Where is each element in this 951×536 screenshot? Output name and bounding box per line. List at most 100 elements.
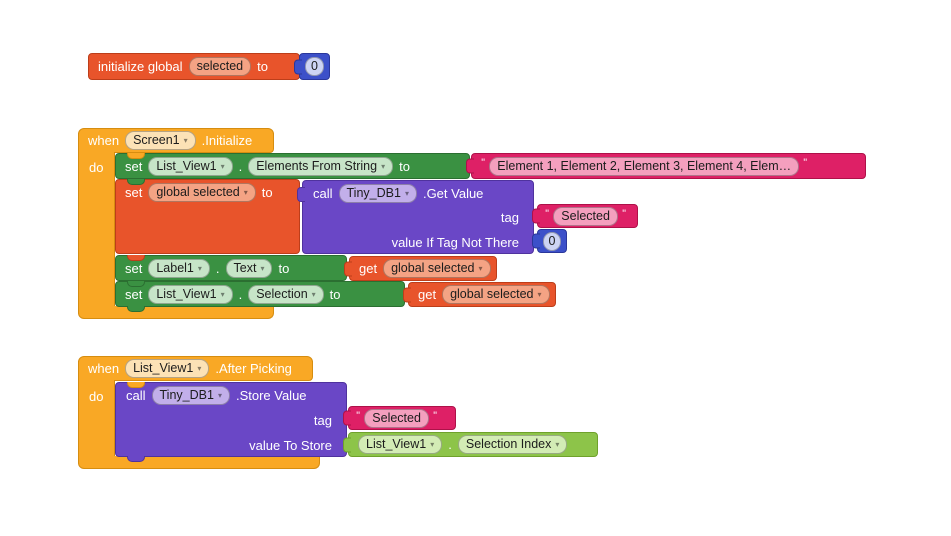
block-call-tinydb-getvalue[interactable]: call Tiny_DB1 ▾ .Get Value tag value If … xyxy=(297,180,534,254)
text-field-elements[interactable]: Element 1, Element 2, Element 3, Element… xyxy=(489,156,800,176)
dropdown-tinydb1[interactable]: Tiny_DB1 ▾ xyxy=(338,183,417,203)
block-initialize-global[interactable]: initialize global selected to xyxy=(88,53,300,80)
block-get-global-selected[interactable]: get global selected ▾ xyxy=(403,282,556,307)
block-call-tinydb-storevalue[interactable]: call Tiny_DB1 ▾ .Store Value tag value T… xyxy=(115,382,347,457)
block-set-listview-selection[interactable]: set List_View1 ▾ . Selection ▾ to xyxy=(115,281,405,307)
block-set-global-selected[interactable]: set global selected ▾ to xyxy=(115,179,300,254)
dropdown-global-selected-value: global selected xyxy=(156,185,240,199)
to-label: to xyxy=(278,260,290,276)
value-plug xyxy=(343,410,351,426)
dropdown-tinydb1-value: Tiny_DB1 xyxy=(159,388,214,402)
dropdown-global-selected[interactable]: global selected ▾ xyxy=(148,183,256,202)
dropdown-arrow-icon: ▾ xyxy=(243,188,248,197)
dot-separator: . xyxy=(238,286,243,302)
dropdown-global-selected[interactable]: global selected ▾ xyxy=(442,285,550,304)
method-getvalue-label: .Get Value xyxy=(422,185,484,201)
value-plug xyxy=(343,437,351,452)
block-text-elements-string[interactable]: " Element 1, Element 2, Element 3, Eleme… xyxy=(466,153,866,179)
dot-separator: . xyxy=(448,437,452,452)
open-quote: " xyxy=(545,208,550,218)
get-label: get xyxy=(418,287,437,302)
statement-notch xyxy=(127,306,145,312)
block-when-listview-afterpicking[interactable]: when List_View1 ▾ .After Picking xyxy=(78,356,313,381)
close-quote: " xyxy=(432,410,438,420)
dropdown-arrow-icon: ▾ xyxy=(555,440,560,449)
dropdown-screen1[interactable]: Screen1 ▾ xyxy=(125,131,196,150)
statement-notch xyxy=(127,281,145,287)
close-quote: " xyxy=(803,157,808,167)
dropdown-tinydb1-value: Tiny_DB1 xyxy=(346,185,401,200)
dropdown-list-view1[interactable]: List_View1 ▾ xyxy=(125,359,210,378)
block-number-initial-value[interactable]: 0 xyxy=(294,53,330,80)
set-label: set xyxy=(125,158,143,174)
dropdown-text-property[interactable]: Text ▾ xyxy=(225,258,273,278)
value-plug xyxy=(403,287,411,302)
dropdown-selection-index[interactable]: Selection Index ▾ xyxy=(457,435,568,454)
value-plug xyxy=(532,233,540,249)
value-plug xyxy=(294,59,302,74)
dropdown-arrow-icon: ▾ xyxy=(430,440,435,449)
dropdown-arrow-icon: ▾ xyxy=(217,391,222,400)
variable-name-field[interactable]: selected xyxy=(188,57,252,76)
block-text-selected-tag[interactable]: " Selected " xyxy=(532,204,638,228)
dropdown-list-view1-value: List_View1 xyxy=(366,437,427,451)
set-label: set xyxy=(125,286,143,302)
dropdown-tinydb1[interactable]: Tiny_DB1 ▾ xyxy=(151,386,230,405)
to-label: to xyxy=(399,158,410,174)
dropdown-arrow-icon: ▾ xyxy=(197,364,202,373)
block-number-default-value[interactable]: 0 xyxy=(532,229,567,253)
statement-notch xyxy=(127,456,145,462)
set-label: set xyxy=(125,260,143,276)
when-screen1-do-column[interactable]: do xyxy=(78,152,115,307)
dropdown-arrow-icon: ▾ xyxy=(478,264,483,273)
value-plug xyxy=(344,261,352,276)
do-label: do xyxy=(89,389,104,404)
tag-param-label: tag xyxy=(500,210,519,225)
dropdown-selection-index-value: Selection Index xyxy=(465,437,552,451)
dropdown-list-view1-value: List_View1 xyxy=(156,286,217,301)
when-afterpicking-do-column[interactable]: do xyxy=(78,380,115,457)
block-listview-selection-index[interactable]: List_View1 ▾ . Selection Index ▾ xyxy=(343,432,598,457)
text-field-selected[interactable]: Selected xyxy=(553,206,618,226)
dropdown-arrow-icon: ▾ xyxy=(220,161,225,171)
to-label: to xyxy=(257,59,268,74)
do-label: do xyxy=(89,160,104,175)
block-when-screen1-initialize[interactable]: when Screen1 ▾ .Initialize xyxy=(78,128,274,153)
text-field-selected[interactable]: Selected xyxy=(364,408,429,428)
statement-notch xyxy=(127,179,145,185)
dropdown-list-view1[interactable]: List_View1 ▾ xyxy=(148,284,233,304)
dropdown-arrow-icon: ▾ xyxy=(260,263,265,273)
get-label: get xyxy=(359,261,378,276)
when-screen1-bottom-bar[interactable] xyxy=(78,306,274,319)
dropdown-arrow-icon: ▾ xyxy=(537,290,542,299)
block-set-label1-text[interactable]: set Label1 ▾ . Text ▾ to xyxy=(115,255,347,281)
method-storevalue-label: .Store Value xyxy=(235,388,307,403)
dropdown-list-view1[interactable]: List_View1 ▾ xyxy=(358,435,443,454)
value-if-tag-not-there-label: value If Tag Not There xyxy=(391,235,519,250)
block-text-selected-tag[interactable]: " Selected " xyxy=(343,406,456,430)
block-set-listview-elements[interactable]: set List_View1 ▾ . Elements From String … xyxy=(115,153,470,179)
dropdown-global-selected[interactable]: global selected ▾ xyxy=(383,259,491,278)
tag-param-label: tag xyxy=(313,413,332,428)
dropdown-arrow-icon: ▾ xyxy=(220,289,225,299)
dropdown-list-view1-value: List_View1 xyxy=(133,361,194,375)
number-field[interactable]: 0 xyxy=(542,231,562,251)
dropdown-elements-from-string[interactable]: Elements From String ▾ xyxy=(248,156,394,176)
dropdown-selection-property[interactable]: Selection ▾ xyxy=(248,284,324,304)
dropdown-screen1-value: Screen1 xyxy=(133,133,180,147)
dot-separator: . xyxy=(238,158,243,174)
when-label: when xyxy=(88,133,120,148)
dropdown-arrow-icon: ▾ xyxy=(183,136,188,145)
statement-notch xyxy=(127,382,145,388)
block-get-global-selected[interactable]: get global selected ▾ xyxy=(344,256,497,281)
value-plug xyxy=(297,187,305,202)
statement-notch xyxy=(127,255,145,261)
close-quote: " xyxy=(621,208,627,218)
dropdown-list-view1[interactable]: List_View1 ▾ xyxy=(148,156,233,176)
dropdown-list-view1-value: List_View1 xyxy=(156,158,217,173)
statement-notch xyxy=(127,153,145,159)
number-field[interactable]: 0 xyxy=(305,57,324,76)
dropdown-label1[interactable]: Label1 ▾ xyxy=(148,258,210,278)
dot-separator: . xyxy=(215,260,220,276)
